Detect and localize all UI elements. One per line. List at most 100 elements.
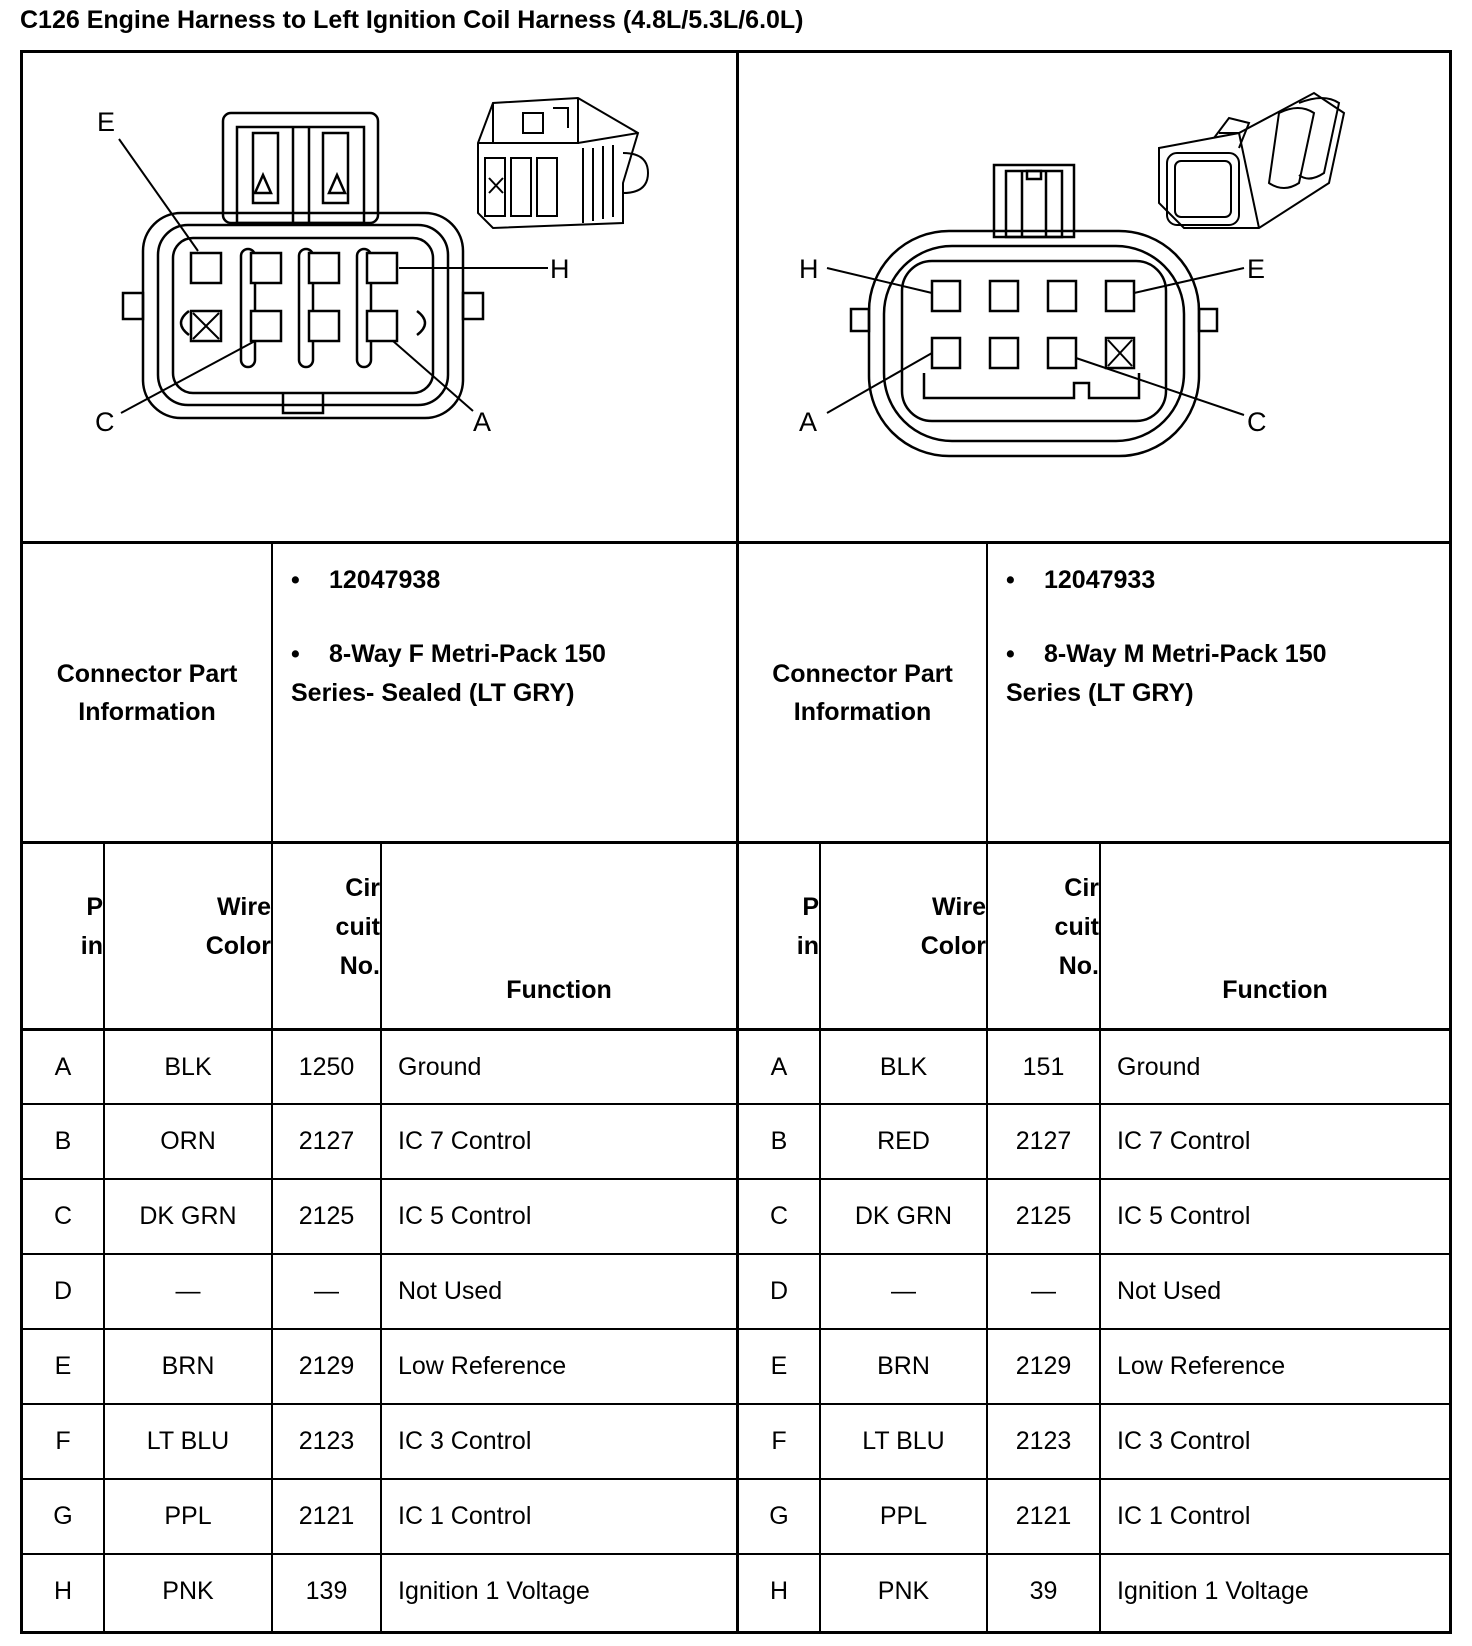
pin-cell: H <box>769 1576 789 1605</box>
pin-label-h: H <box>550 254 570 284</box>
connector-description-cont: Series- Sealed (LT GRY) <box>291 679 575 707</box>
wire-color-cell: LT BLU <box>862 1426 945 1455</box>
pin-cell: B <box>770 1126 788 1155</box>
row-line <box>23 1553 1449 1555</box>
row-line <box>23 1103 1449 1105</box>
info-bottom-line <box>23 841 1449 844</box>
circuit-number-cell: 2123 <box>298 1426 355 1455</box>
pin-cell: G <box>769 1501 789 1530</box>
header-bottom-line <box>23 1028 1449 1031</box>
part-number: 12047938 <box>329 566 441 594</box>
info-label-line: Connector Part <box>56 659 238 688</box>
function-cell: IC 7 Control <box>1117 1126 1251 1155</box>
wire-color-cell: PPL <box>164 1501 212 1530</box>
circuit-number-cell: 2129 <box>1015 1351 1072 1380</box>
connector-sheet: E H C A <box>20 50 1452 1634</box>
pin-header: P in <box>739 844 819 1028</box>
pin-cell: A <box>770 1052 788 1081</box>
circuit-number-cell: 1250 <box>298 1052 355 1081</box>
pin-cell: F <box>55 1426 71 1455</box>
header-text: cuit <box>335 912 380 941</box>
left-part-details: •12047938 •8-Way F Metri-Pack 150 Series… <box>291 561 731 713</box>
function-cell: IC 3 Control <box>398 1426 532 1455</box>
grid-line <box>380 841 382 1631</box>
circuit-number-cell: 2125 <box>1015 1201 1072 1230</box>
function-cell: Ignition 1 Voltage <box>1117 1576 1309 1605</box>
circuit-number-cell: 151 <box>1022 1052 1065 1081</box>
circuit-number-cell: 2121 <box>298 1501 355 1530</box>
left-info-label: Connector Part Information <box>23 544 271 841</box>
row-line <box>23 1403 1449 1405</box>
circuit-number-cell: — <box>314 1276 339 1305</box>
header-text: Wire <box>217 893 271 921</box>
connector-3d-view-icon <box>477 96 650 230</box>
circuit-number-cell: 2127 <box>1015 1126 1072 1155</box>
wire-color-cell: BRN <box>161 1351 215 1380</box>
wire-color-cell: — <box>175 1276 201 1305</box>
header-text: P <box>802 893 819 921</box>
circuit-number-cell: 2121 <box>1015 1501 1072 1530</box>
female-connector-face-diagram: E H C A <box>95 96 650 437</box>
wire-color-cell: RED <box>877 1126 930 1155</box>
pin-cell: F <box>771 1426 787 1455</box>
wire-color-cell: PPL <box>879 1501 928 1530</box>
page-title: C126 Engine Harness to Left Ignition Coi… <box>20 6 804 34</box>
connector-description: 8-Way M Metri-Pack 150 <box>1044 640 1327 668</box>
connector-description-cont: Series (LT GRY) <box>1006 679 1194 707</box>
pin-cell: E <box>54 1351 72 1380</box>
header-text: Cir <box>345 873 380 902</box>
header-text: in <box>796 932 819 960</box>
wire-color-cell: PNK <box>162 1576 214 1605</box>
grid-line <box>1099 841 1101 1631</box>
wire-color-header: Wire Color <box>821 844 986 1028</box>
function-cell: Low Reference <box>1117 1351 1286 1380</box>
function-cell: Not Used <box>398 1276 503 1305</box>
row-line <box>23 1328 1449 1330</box>
circuit-number-cell: 2123 <box>1015 1426 1072 1455</box>
circuit-number-header: Cir cuit No. <box>273 844 380 1028</box>
function-cell: IC 7 Control <box>398 1126 532 1155</box>
header-text: in <box>80 932 103 960</box>
function-header: Function <box>382 844 736 1028</box>
diagram-bottom-line <box>23 541 1449 544</box>
function-cell: IC 5 Control <box>1117 1201 1251 1230</box>
info-label-line: Information <box>78 697 216 726</box>
right-info-label: Connector Part Information <box>739 544 986 841</box>
function-cell: Ground <box>1117 1052 1201 1081</box>
grid-line <box>271 541 273 1631</box>
connector-3d-view-icon <box>1158 91 1346 229</box>
grid-line <box>819 841 821 1631</box>
wire-color-cell: — <box>891 1276 916 1305</box>
function-header: Function <box>1101 844 1449 1028</box>
pin-cell: A <box>54 1052 72 1081</box>
row-line <box>23 1478 1449 1480</box>
pin-label-a: A <box>473 407 491 437</box>
circuit-number-cell: — <box>1031 1276 1056 1305</box>
header-text: cuit <box>1054 912 1099 941</box>
pin-label-c: C <box>95 407 115 437</box>
row-line <box>23 1178 1449 1180</box>
info-label-line: Information <box>793 697 932 726</box>
function-cell: Low Reference <box>398 1351 567 1380</box>
pin-cell: G <box>53 1501 73 1530</box>
circuit-number-cell: 2127 <box>298 1126 355 1155</box>
function-cell: Ignition 1 Voltage <box>398 1576 590 1605</box>
wire-color-cell: DK GRN <box>139 1201 237 1230</box>
connector-description: 8-Way F Metri-Pack 150 <box>329 640 606 668</box>
pin-cell: B <box>54 1126 72 1155</box>
wire-color-cell: DK GRN <box>854 1201 953 1230</box>
pin-label-c: C <box>1247 407 1267 437</box>
function-cell: IC 1 Control <box>1117 1501 1251 1530</box>
function-cell: Ground <box>398 1052 482 1081</box>
row-line <box>23 1253 1449 1255</box>
pin-header: P in <box>23 844 103 1028</box>
header-text: Color <box>205 932 271 960</box>
function-cell: IC 5 Control <box>398 1201 532 1230</box>
header-text: Cir <box>1064 873 1099 902</box>
header-text: Function <box>506 976 612 1004</box>
grid-line <box>986 541 988 1631</box>
right-part-details: •12047933 •8-Way M Metri-Pack 150 Series… <box>1006 561 1446 713</box>
pin-cell: C <box>769 1201 789 1230</box>
pin-cell: E <box>770 1351 788 1380</box>
pin-cell: H <box>53 1576 73 1605</box>
